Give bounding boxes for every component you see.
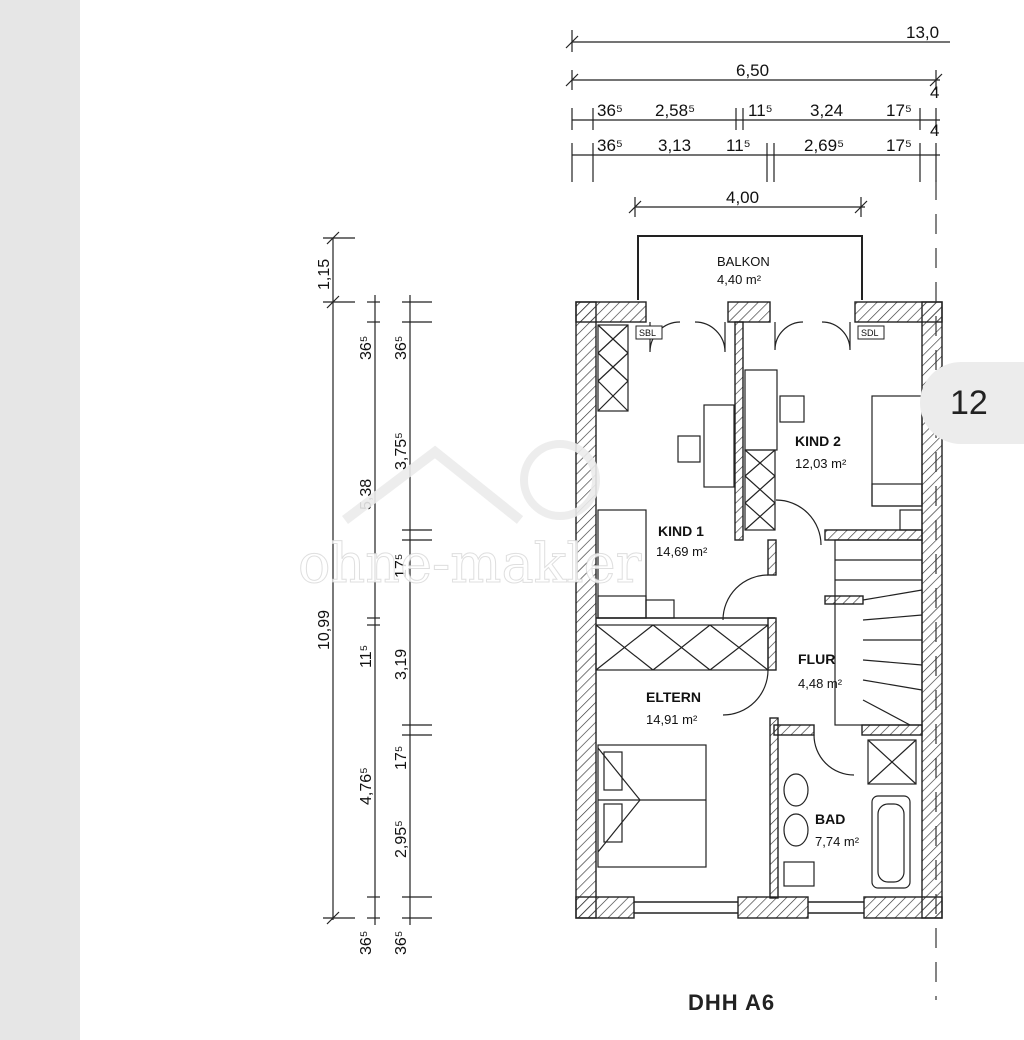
balkon-name: BALKON	[717, 254, 770, 269]
floor-plan-drawing: 13,0 6,50 36⁵ 2,58⁵ 11⁵ 3,24 17⁵ 4 36⁵ 3…	[298, 23, 950, 1015]
image-viewer[interactable]: 13,0 6,50 36⁵ 2,58⁵ 11⁵ 3,24 17⁵ 4 36⁵ 3…	[80, 0, 1024, 1040]
left-margin-strip	[0, 0, 80, 1040]
furniture	[595, 321, 923, 889]
dim-r2-a: 36⁵	[597, 136, 623, 155]
vertical-dimension-labels: 1,15 10,99 36⁵ 5,38 11⁵ 4,76⁵ 36⁵ 36⁵ 3,…	[316, 259, 410, 955]
room-labels: KIND 1 14,69 m² KIND 2 12,03 m² FLUR 4,4…	[646, 433, 860, 849]
dim-total: 13,0	[906, 23, 939, 42]
dim-r2-e: 17⁵	[886, 136, 912, 155]
balcony: BALKON 4,40 m²	[637, 235, 863, 300]
dim-r2-d: 2,69⁵	[804, 136, 844, 155]
dim-r1-e: 17⁵	[886, 101, 912, 120]
dim-r2-c: 11⁵	[726, 136, 751, 155]
plan-title: DHH A6	[688, 990, 775, 1015]
dim-c1-a: 36⁵	[358, 336, 375, 360]
page-number: 12	[950, 383, 988, 422]
dim-c2-g: 36⁵	[393, 931, 410, 955]
dim-c1-d: 4,76⁵	[358, 767, 375, 805]
flur-name: FLUR	[798, 651, 835, 667]
dim-r1-f: 4	[930, 83, 939, 102]
watermark-text: ohne-makler	[298, 532, 642, 595]
dim-c1-c: 11⁵	[358, 645, 375, 668]
dim-balcony-width: 4,00	[726, 188, 759, 207]
dim-c2-d: 3,19	[393, 649, 410, 680]
dim-r2-f: 4	[930, 121, 939, 140]
flur-area: 4,48 m²	[798, 676, 843, 691]
page-indicator[interactable]: 12	[920, 362, 1024, 444]
eltern-area: 14,91 m²	[646, 712, 698, 727]
dim-total-depth: 10,99	[316, 610, 333, 650]
kind2-name: KIND 2	[795, 433, 841, 449]
eltern-name: ELTERN	[646, 689, 701, 705]
tag-sdl: SDL	[861, 328, 879, 338]
kind1-area: 14,69 m²	[656, 544, 708, 559]
dim-balcony-depth: 1,15	[316, 259, 333, 290]
balkon-area: 4,40 m²	[717, 272, 762, 287]
kind1-name: KIND 1	[658, 523, 704, 539]
horizontal-dimension-labels: 13,0 6,50 36⁵ 2,58⁵ 11⁵ 3,24 17⁵ 4 36⁵ 3…	[597, 23, 939, 207]
vertical-dimensions	[323, 231, 432, 925]
dim-r1-c: 11⁵	[748, 101, 773, 120]
kind2-area: 12,03 m²	[795, 456, 847, 471]
dim-r1-d: 3,24	[810, 101, 843, 120]
dim-c2-f: 2,95⁵	[393, 820, 410, 858]
dim-half: 6,50	[736, 61, 769, 80]
bad-name: BAD	[815, 811, 845, 827]
dim-r1-a: 36⁵	[597, 101, 623, 120]
walls	[575, 301, 943, 919]
dim-c1-e: 36⁵	[358, 931, 375, 955]
bad-area: 7,74 m²	[815, 834, 860, 849]
dim-r1-b: 2,58⁵	[655, 101, 695, 120]
watermark-logo: ohne-makler	[298, 440, 642, 596]
dim-c2-c: 17⁵	[393, 554, 410, 578]
horizontal-dimensions	[565, 30, 950, 217]
dim-c2-e: 17⁵	[393, 746, 410, 770]
dim-c2-a: 36⁵	[393, 336, 410, 360]
window-tags: SBL SDL	[635, 325, 885, 340]
dim-r2-b: 3,13	[658, 136, 691, 155]
dim-c2-b: 3,75⁵	[393, 432, 410, 470]
tag-sbl: SBL	[639, 328, 656, 338]
